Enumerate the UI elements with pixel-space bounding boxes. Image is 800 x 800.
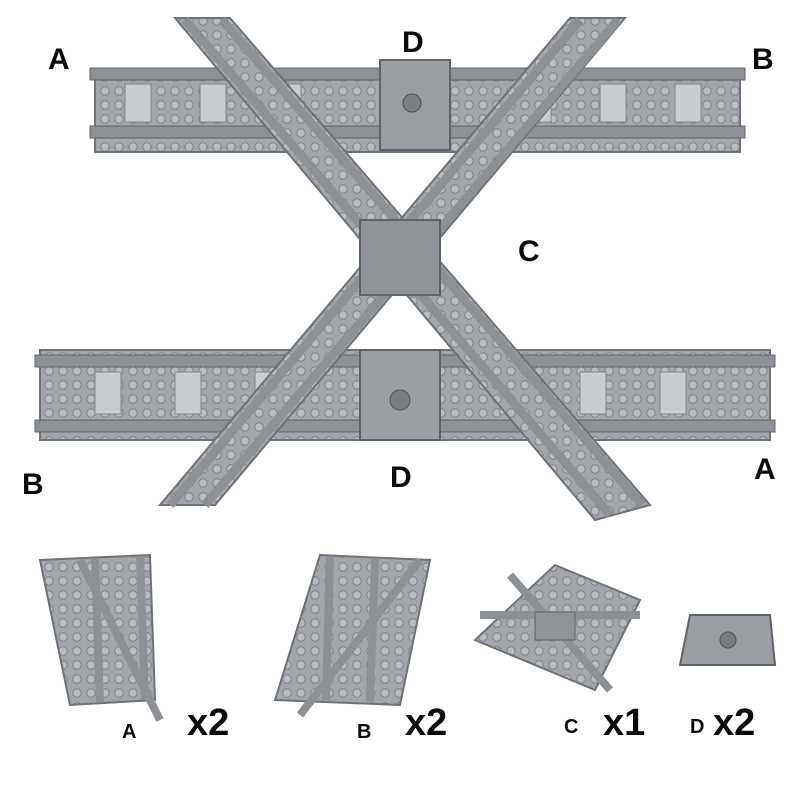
bottom-connector-piece — [359, 349, 441, 441]
part-a-switch — [38, 553, 164, 722]
part-c-quantity: x1 — [603, 702, 646, 744]
part-d-quantity: x2 — [713, 702, 756, 744]
part-a-quantity: x2 — [187, 702, 230, 744]
top-connector-piece — [379, 59, 451, 151]
part-c-name: C — [564, 716, 579, 738]
label-top-right: B — [752, 43, 774, 76]
label-bottom-right: A — [754, 453, 776, 486]
label-bottom-center: D — [390, 461, 412, 494]
center-crossing-plate — [359, 219, 441, 296]
part-d-connector — [678, 614, 777, 666]
assembled-crossover — [34, 17, 776, 522]
label-center: C — [518, 235, 540, 268]
part-b-switch — [273, 553, 432, 718]
part-b-quantity: x2 — [405, 702, 448, 744]
part-c-crossing — [473, 563, 642, 693]
part-d-name: D — [690, 716, 705, 738]
part-a-name: A — [122, 721, 137, 743]
part-b-name: B — [357, 721, 372, 743]
label-bottom-left: B — [22, 468, 44, 501]
label-top-center: D — [402, 26, 424, 59]
label-top-left: A — [48, 43, 70, 76]
